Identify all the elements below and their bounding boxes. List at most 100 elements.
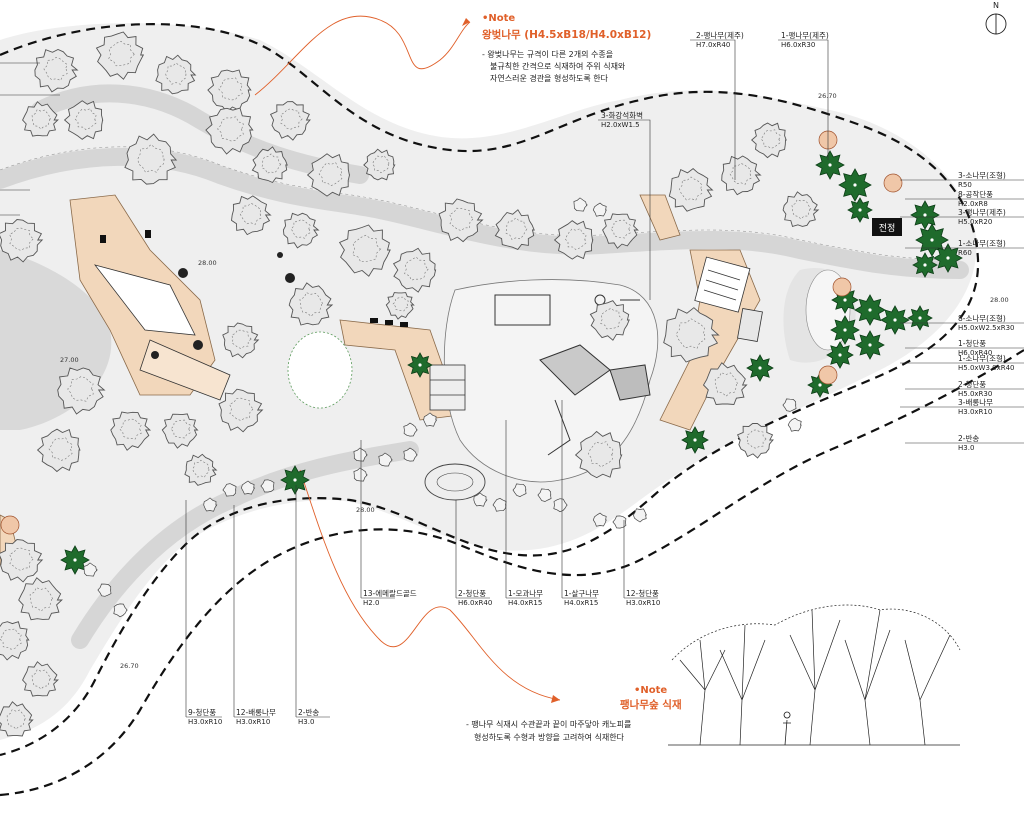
tree-canopy-contour xyxy=(74,108,97,130)
conifer-tree-center xyxy=(853,183,857,187)
site-boundary-lower xyxy=(0,349,1024,797)
tree-canopy-contour xyxy=(43,57,68,81)
tree-canopy-contour xyxy=(372,155,390,174)
right-label-spec: H5.0xR30 xyxy=(958,390,992,398)
bottom-label-spec: H3.0 xyxy=(298,718,314,726)
tree-canopy-contour xyxy=(290,219,311,239)
shrub-symbol xyxy=(83,562,98,577)
elevation-1: 26.70 xyxy=(818,92,837,100)
tree-canopy-contour xyxy=(0,628,22,650)
deciduous-tree-symbol xyxy=(0,701,34,737)
tree-canopy-contour xyxy=(610,219,631,239)
shrub-symbol xyxy=(353,447,368,462)
deciduous-tree-symbol xyxy=(231,195,272,236)
deciduous-tree-symbol xyxy=(602,213,639,249)
right-label-spec: H5.0xW3.0xR40 xyxy=(958,364,1015,372)
note-line: 불규칙한 간격으로 식재하여 주위 식재와 xyxy=(490,61,626,71)
pergola-east xyxy=(694,256,763,342)
bottom-labels: 13-에메랄드골드H2.02-청단풍H6.0xR401-모과나무H4.0xR15… xyxy=(185,400,660,726)
bottom-label-spec: H2.0 xyxy=(363,599,379,607)
deciduous-tree-symbol xyxy=(392,247,437,293)
top-label-spec: H2.0xW1.5 xyxy=(601,121,640,129)
shrub-symbol xyxy=(537,488,552,502)
tree-canopy-contour xyxy=(67,376,94,402)
deciduous-tree-symbol xyxy=(155,54,197,95)
shrub-symbol xyxy=(782,398,797,412)
bottom-label-leader xyxy=(505,420,540,599)
shrub-symbol xyxy=(787,417,802,432)
right-label-name: 3-팽나무(제주) xyxy=(958,207,1006,217)
top-label-spec: H6.0xR30 xyxy=(781,41,815,49)
shrub-symbol xyxy=(260,479,275,493)
maple-accent-trees xyxy=(0,130,903,535)
bottom-label-name: 2-반송 xyxy=(298,708,319,717)
tree-canopy-contour xyxy=(729,163,752,185)
shrub-symbol xyxy=(612,515,627,529)
deciduous-tree-symbol xyxy=(95,31,145,80)
tree-canopy-contour xyxy=(239,202,262,225)
bottom-label-spec: H3.0xR10 xyxy=(236,718,270,726)
tree-canopy-contour xyxy=(600,307,623,330)
deciduous-tree-symbol xyxy=(218,388,264,433)
tree-canopy-contour xyxy=(587,441,614,468)
deciduous-tree-symbol xyxy=(574,430,623,479)
tree-canopy-contour xyxy=(31,669,52,690)
deciduous-tree-symbol xyxy=(553,220,594,260)
deciduous-tree-symbol xyxy=(702,362,748,405)
bottom-label-spec: H3.0xR10 xyxy=(626,599,660,607)
tree-canopy-contour xyxy=(791,199,812,220)
right-label-name: 8-소나무(조형) xyxy=(958,314,1006,323)
top-label-name: 1-팽나무(제주) xyxy=(781,30,829,40)
note-head: •Note xyxy=(634,685,667,696)
deciduous-tree-symbol xyxy=(36,428,81,473)
shrub-symbol xyxy=(473,492,488,507)
note-leader-curve-top xyxy=(254,15,471,96)
conifer-trees xyxy=(60,150,963,575)
conifer-tree-center xyxy=(693,438,697,442)
conifer-tree-center xyxy=(930,238,934,242)
right-label-name: 2-청단풍 xyxy=(958,379,986,389)
hackberry-canopy-illustration xyxy=(668,604,961,746)
top-labels: 2-팽나무(제주) H7.0xR40 1-팽나무(제주) H6.0xR30 3-… xyxy=(598,30,829,300)
flower-bed xyxy=(287,331,353,409)
tree-canopy-contour xyxy=(760,129,781,149)
maple-accent-tree xyxy=(832,277,852,297)
tree-canopy-contour xyxy=(231,329,252,349)
deciduous-tree-symbol xyxy=(124,133,178,185)
deciduous-tree-symbol xyxy=(338,224,391,277)
tree-canopy-contour xyxy=(108,40,136,67)
leaders-left xyxy=(0,62,60,216)
tree-canopy-contour xyxy=(31,109,52,130)
note-hackberry: •Note 팽나무숲 식재 - 팽나무 식재시 수관끝과 끝이 마주닿아 캐노피… xyxy=(466,685,682,742)
ellipse-planter-bottom xyxy=(424,463,486,501)
deciduous-tree-symbol xyxy=(668,168,714,212)
conifer-tree-center xyxy=(858,208,862,212)
elevation-4: 28.00 xyxy=(356,506,375,514)
elevation-2: 28.00 xyxy=(990,296,1009,304)
shrub-symbol xyxy=(222,483,237,497)
note-line: 형성하도록 수형과 방향을 고려하여 식재한다 xyxy=(474,732,625,742)
walking-path-lower xyxy=(71,441,419,649)
north-letter: N xyxy=(993,1,999,10)
deciduous-tree-symbol xyxy=(18,577,63,621)
pergola-left xyxy=(93,264,231,401)
shrub-symbol xyxy=(403,422,418,437)
right-label-spec: R50 xyxy=(958,181,972,189)
conifer-tree-center xyxy=(923,213,927,217)
benches xyxy=(100,230,408,327)
bottom-label-leader xyxy=(360,440,395,599)
deciduous-tree-symbol xyxy=(663,307,720,363)
tree-canopy-contour xyxy=(675,318,706,349)
tree-canopy-contour xyxy=(449,207,474,232)
tree-canopy-contour xyxy=(192,459,210,478)
site-boundary-upper xyxy=(0,23,980,757)
pergola-center xyxy=(429,364,466,411)
deciduous-tree-symbol xyxy=(184,453,218,486)
right-labels: 3-소나무(조형)R508-공작단풍H2.0xR83-팽나무(제주)H5.0xR… xyxy=(900,171,1024,452)
note-title: 팽나무숲 식재 xyxy=(620,698,682,711)
bottom-label-spec: H3.0xR10 xyxy=(188,718,222,726)
bottom-label-leader xyxy=(185,500,222,718)
shrub-symbol xyxy=(353,467,368,482)
deciduous-tree-symbol xyxy=(34,49,79,93)
